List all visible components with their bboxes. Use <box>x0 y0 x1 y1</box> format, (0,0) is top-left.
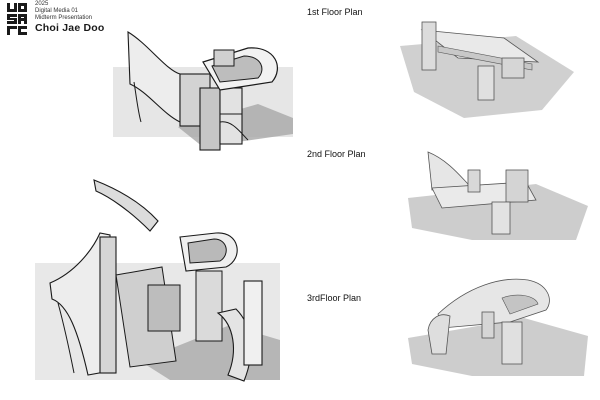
course-text: Digital Media 01 <box>35 8 79 14</box>
uos-arch-logo <box>6 2 28 38</box>
plan-label-2nd: 2nd Floor Plan <box>307 149 366 159</box>
cast-shadow <box>408 318 588 376</box>
year-text: 2025 <box>35 1 49 7</box>
author-name: Choi Jae Doo <box>35 22 105 34</box>
floating-roof-panel <box>93 179 159 232</box>
first-floor-render <box>392 6 582 124</box>
plan-label-1st: 1st Floor Plan <box>307 7 363 17</box>
plan-label-3rd: 3rdFloor Plan <box>307 293 362 303</box>
presentation-meta: 2025 Digital Media 01 Midterm Presentati… <box>35 1 92 22</box>
event-text: Midterm Presentation <box>35 15 93 21</box>
stair-core <box>195 270 223 342</box>
left-tower <box>99 236 117 374</box>
center-column <box>199 87 221 151</box>
main-axonometric-render <box>108 22 300 162</box>
right-column <box>219 87 243 145</box>
third-floor-render <box>398 272 588 380</box>
floor-plan-wall <box>421 21 437 71</box>
exploded-axonometric-render <box>30 175 285 397</box>
second-floor-render <box>396 148 588 242</box>
curved-wall <box>49 232 111 376</box>
right-panel <box>243 280 263 366</box>
